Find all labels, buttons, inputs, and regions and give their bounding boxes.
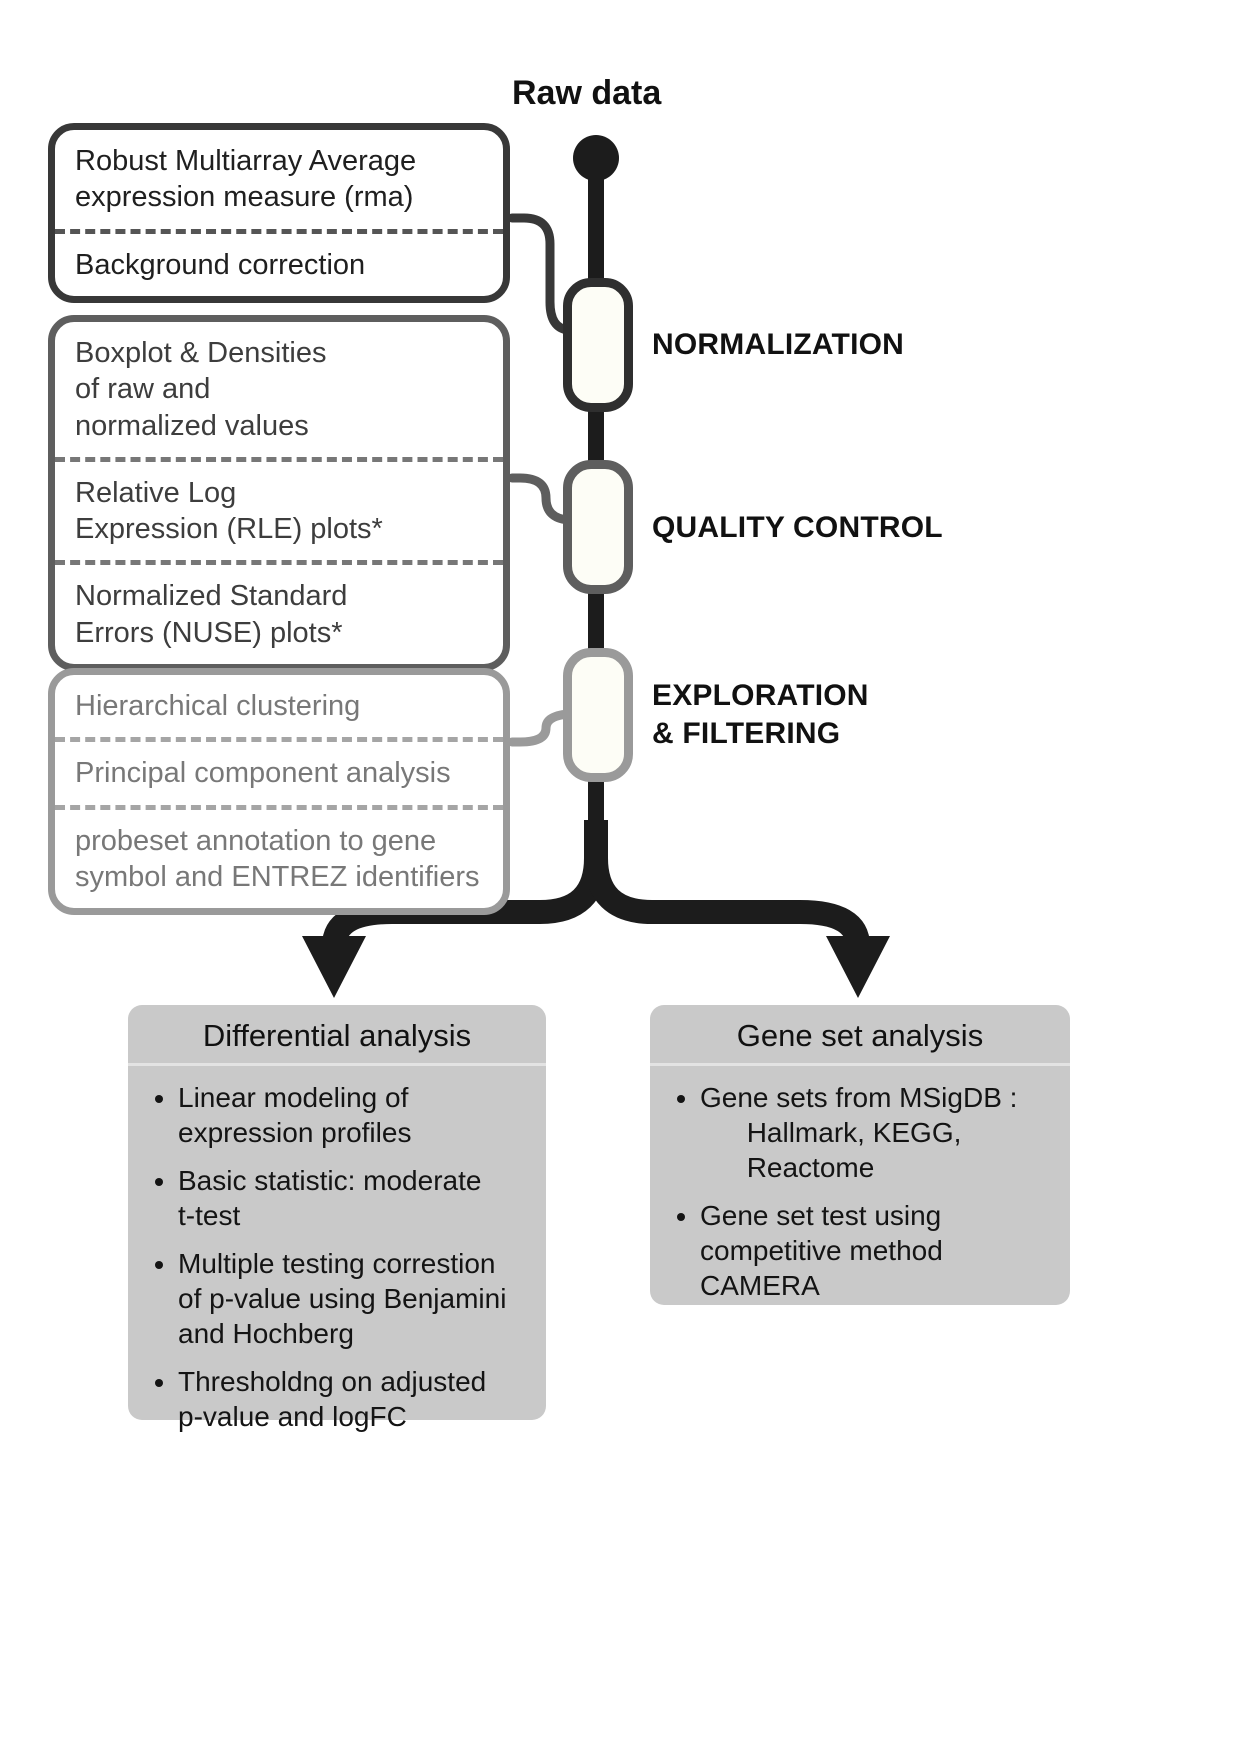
list-item: Multiple testing correstion of p-value u…: [178, 1246, 536, 1351]
normalization-node: [563, 278, 633, 412]
bullet-text: Gene set test using competitive method C…: [700, 1200, 943, 1301]
differential-analysis-panel: Differential analysis Linear modeling of…: [128, 1005, 546, 1432]
arrowhead-right-icon: [826, 936, 890, 998]
list-item: Gene sets from MSigDB : Hallmark, KEGG, …: [700, 1080, 1060, 1185]
connector-normalization: [507, 213, 573, 335]
bullet-text: Gene sets from MSigDB : Hallmark, KEGG, …: [700, 1082, 1018, 1183]
flow-step-probeset-annotation: probeset annotation to gene symbol and E…: [55, 804, 503, 909]
bullet-text: Thresholdng on adjusted p-value and logF…: [178, 1366, 487, 1432]
list-item: Thresholdng on adjusted p-value and logF…: [178, 1364, 536, 1434]
stage-label-quality-control: QUALITY CONTROL: [652, 511, 943, 544]
gene-set-analysis-title: Gene set analysis: [650, 1005, 1070, 1066]
list-item: Basic statistic: moderate t-test: [178, 1163, 536, 1233]
exploration-steps-box: Hierarchical clustering Principal compon…: [48, 668, 510, 915]
arrowhead-left-icon: [302, 936, 366, 998]
exploration-filtering-node: [563, 648, 633, 782]
connector-exploration: [507, 709, 573, 747]
normalization-steps-box: Robust Multiarray Average expression mea…: [48, 123, 510, 303]
connector-quality-control: [507, 473, 573, 525]
gene-set-analysis-list: Gene sets from MSigDB : Hallmark, KEGG, …: [650, 1080, 1060, 1303]
quality-control-steps-box: Boxplot & Densities of raw and normalize…: [48, 315, 510, 671]
flow-step-nuse-plots: Normalized Standard Errors (NUSE) plots*: [55, 560, 503, 664]
list-item: Gene set test using competitive method C…: [700, 1198, 1060, 1303]
stage-label-exploration-filtering: EXPLORATION & FILTERING: [652, 679, 869, 751]
bullet-text: Multiple testing correstion of p-value u…: [178, 1248, 507, 1349]
quality-control-node: [563, 460, 633, 594]
list-item: Linear modeling of expression profiles: [178, 1080, 536, 1150]
differential-analysis-list: Linear modeling of expression profiles B…: [128, 1080, 536, 1434]
flow-step-background-correction: Background correction: [55, 228, 503, 296]
flow-step-hierarchical-clustering: Hierarchical clustering: [75, 690, 361, 722]
stage-label-normalization: NORMALIZATION: [652, 328, 905, 361]
branch-right: [584, 820, 870, 948]
bullet-text: Basic statistic: moderate t-test: [178, 1165, 482, 1231]
flow-step-boxplot-densities: Boxplot & Densities of raw and normalize…: [75, 337, 327, 442]
differential-analysis-title: Differential analysis: [128, 1005, 546, 1066]
bullet-text: Linear modeling of expression profiles: [178, 1082, 412, 1148]
gene-set-analysis-panel: Gene set analysis Gene sets from MSigDB …: [650, 1005, 1070, 1305]
raw-data-label: Raw data: [512, 74, 662, 112]
raw-data-dot: [573, 135, 619, 181]
flow-step-rma: Robust Multiarray Average expression mea…: [75, 145, 417, 214]
flow-step-pca: Principal component analysis: [55, 737, 503, 804]
flow-step-rle-plots: Relative Log Expression (RLE) plots*: [55, 456, 503, 561]
